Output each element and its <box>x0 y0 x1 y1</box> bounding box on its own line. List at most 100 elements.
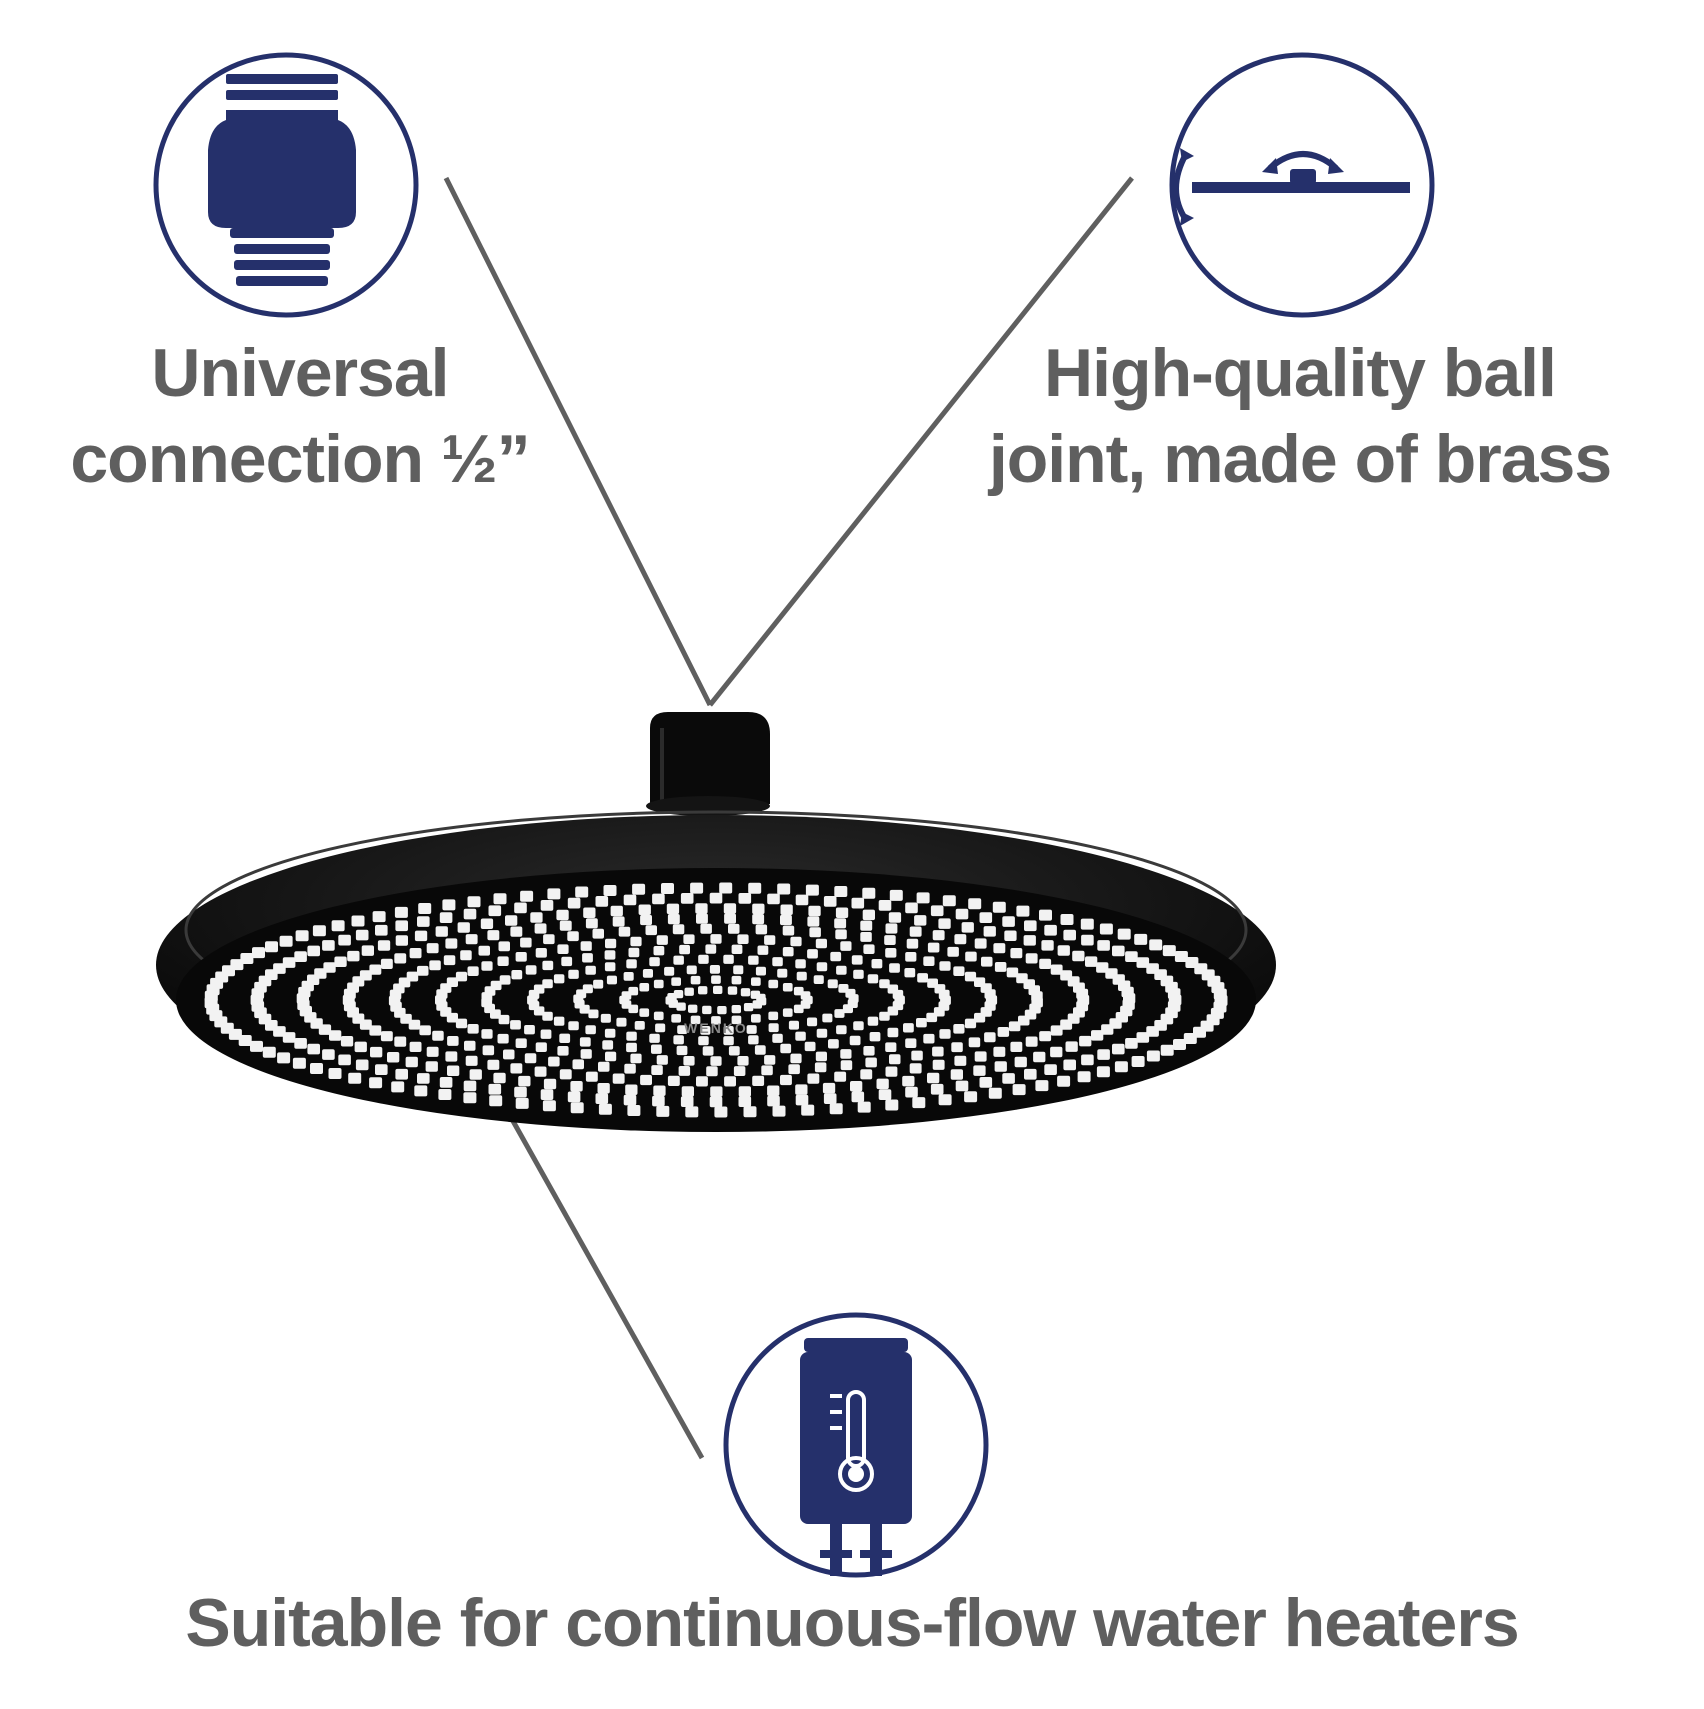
nozzle <box>788 1020 799 1030</box>
nozzle <box>348 1072 362 1084</box>
nozzle <box>834 918 847 929</box>
nozzle <box>903 1023 914 1033</box>
feature-ball-joint-line2: joint, made of brass <box>988 421 1612 497</box>
nozzle <box>487 1059 500 1070</box>
nozzle <box>867 1016 879 1026</box>
nozzle <box>230 959 244 971</box>
nozzle <box>1112 945 1125 957</box>
nozzle <box>387 1052 400 1063</box>
nozzle <box>940 995 951 1005</box>
nozzle <box>653 946 665 956</box>
nozzle <box>518 1075 531 1087</box>
nozzle <box>981 956 993 967</box>
nozzle <box>926 1012 938 1023</box>
nozzle <box>375 924 388 936</box>
nozzle <box>927 1072 940 1084</box>
nozzle <box>984 989 996 999</box>
nozzle <box>706 1066 718 1077</box>
nozzle <box>688 1004 698 1013</box>
nozzle <box>676 1002 686 1011</box>
nozzle <box>997 1027 1010 1037</box>
nozzle <box>683 934 695 944</box>
nozzle <box>867 974 879 984</box>
nozzle <box>282 957 296 968</box>
nozzle <box>1041 940 1054 951</box>
nozzle <box>728 923 740 934</box>
nozzle <box>395 1068 408 1080</box>
nozzle <box>772 1033 783 1043</box>
nozzle <box>755 924 768 935</box>
nozzle <box>463 908 477 920</box>
nozzle <box>1010 948 1023 959</box>
nozzle <box>816 1028 828 1038</box>
nozzle <box>1050 964 1063 975</box>
nozzle <box>1112 1043 1125 1055</box>
nozzle <box>628 986 639 996</box>
nozzle <box>488 1083 502 1095</box>
nozzle <box>583 907 596 918</box>
nozzle <box>568 1021 579 1031</box>
nozzle <box>860 932 872 942</box>
nozzle <box>938 1094 952 1106</box>
nozzle <box>640 914 652 926</box>
nozzle <box>605 1051 617 1062</box>
nozzle <box>979 1077 993 1088</box>
nozzle <box>938 918 951 929</box>
nozzle <box>751 1014 761 1023</box>
nozzle <box>295 930 309 942</box>
nozzle <box>533 984 545 994</box>
nozzle <box>329 1030 342 1041</box>
nozzle <box>714 1106 728 1118</box>
nozzle <box>731 944 743 954</box>
nozzle <box>740 988 751 997</box>
nozzle <box>927 942 940 953</box>
nozzle <box>520 937 532 948</box>
nozzle <box>904 968 916 978</box>
nozzle <box>1063 1059 1076 1071</box>
nozzle <box>310 1063 323 1074</box>
nozzle <box>377 940 391 951</box>
nozzle <box>754 1045 766 1055</box>
nozzle <box>414 930 428 942</box>
nozzle <box>678 1066 691 1076</box>
nozzle <box>974 1051 987 1062</box>
nozzle <box>467 896 481 908</box>
nozzle <box>1050 1025 1063 1036</box>
nozzle <box>525 965 537 975</box>
nozzle <box>772 957 783 967</box>
nozzle <box>534 923 547 934</box>
nozzle <box>698 986 708 995</box>
nozzle <box>671 977 681 986</box>
nozzle <box>823 896 837 907</box>
nozzle <box>598 1061 610 1072</box>
nozzle <box>930 905 944 917</box>
nozzle <box>447 1036 459 1046</box>
nozzle <box>1025 1036 1038 1047</box>
nozzle <box>1057 1075 1071 1087</box>
nozzle <box>1096 1066 1110 1078</box>
nozzle <box>751 977 761 986</box>
nozzle <box>624 1063 636 1074</box>
nozzle <box>307 945 320 957</box>
nozzle <box>414 1085 428 1097</box>
nozzle <box>673 955 684 965</box>
nozzle <box>585 1025 596 1035</box>
nozzle <box>768 1023 779 1033</box>
nozzle <box>782 947 794 957</box>
nozzle <box>627 1105 641 1116</box>
nozzle <box>429 960 441 971</box>
nozzle <box>417 916 430 927</box>
nozzle <box>510 926 523 937</box>
nozzle <box>465 1055 478 1066</box>
nozzle <box>911 1050 923 1061</box>
brand-engraving: WENKO <box>684 1020 748 1036</box>
nozzle <box>1002 1073 1015 1084</box>
nozzle <box>737 934 749 944</box>
nozzle <box>464 1040 476 1051</box>
nozzle <box>455 971 468 982</box>
nozzle <box>796 971 807 981</box>
nozzle <box>727 986 738 995</box>
nozzle <box>1050 1046 1063 1058</box>
nozzle <box>835 929 847 940</box>
